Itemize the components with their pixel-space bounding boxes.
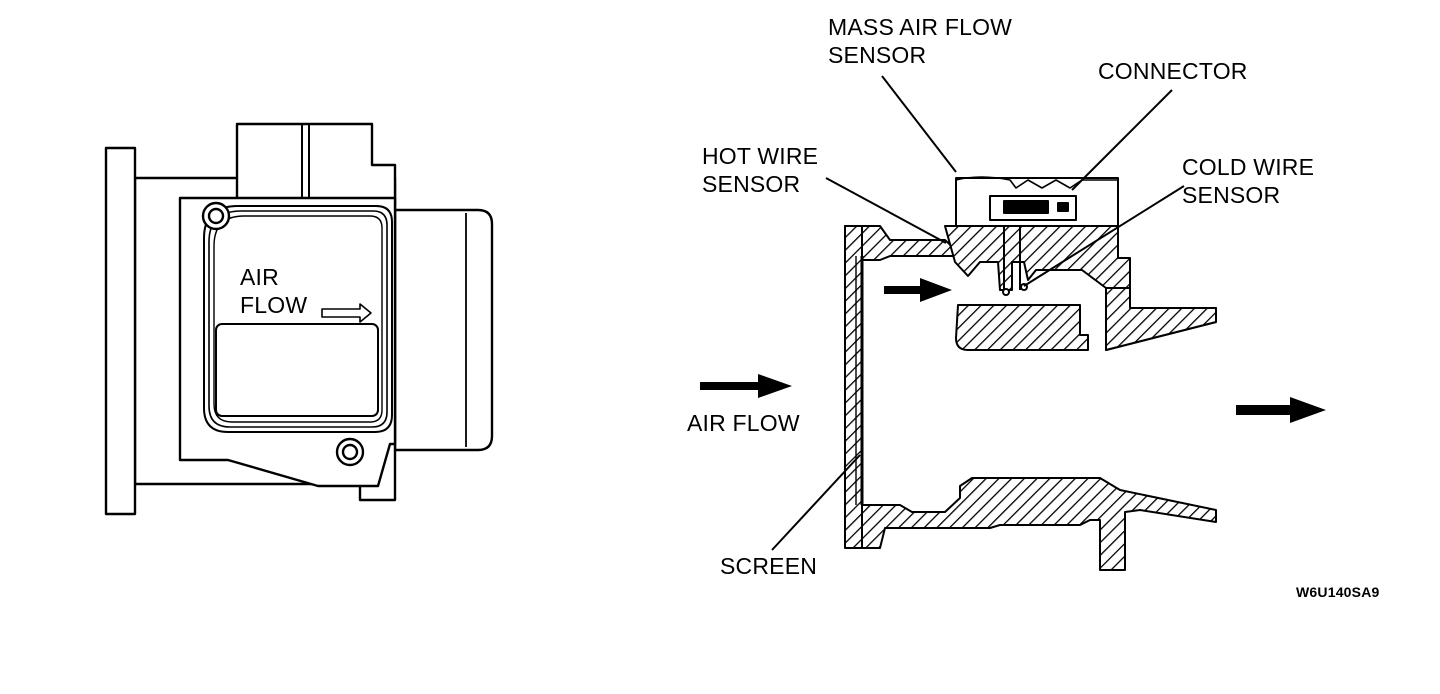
cold-wire-sensor-label-line1: COLD WIRE — [1182, 154, 1315, 180]
screen-label: SCREEN — [720, 553, 818, 579]
bypass-block — [955, 304, 1089, 351]
lower-wall — [861, 477, 1217, 571]
cold-wire-sensor-label-line2: SENSOR — [1182, 182, 1281, 208]
hot-wire-element — [1002, 288, 1010, 296]
leader-lines — [771, 75, 1185, 551]
leader-cold-wire — [1023, 185, 1185, 287]
hot-wire-sensor-label-line1: HOT WIRE — [702, 143, 819, 169]
sensor-housing-exterior — [104, 122, 494, 516]
small-flow-arrow — [321, 303, 372, 323]
connector-label: CONNECTOR — [1098, 58, 1248, 84]
outlet-flow-arrow — [1236, 397, 1326, 423]
leader-screen — [771, 454, 861, 551]
flow-arrows — [700, 278, 1326, 423]
cover-air-label: AIR — [240, 264, 279, 290]
inlet-rim — [844, 225, 863, 549]
outlet-upper-wall — [1105, 287, 1217, 351]
leader-mass-air-flow-sensor — [881, 75, 957, 173]
outlet-tube — [393, 208, 494, 452]
mass-air-flow-sensor-label-line2: SENSOR — [828, 42, 927, 68]
cover-gasket — [203, 205, 393, 433]
label-window — [215, 323, 379, 417]
figure-code: W6U140SA9 — [1296, 584, 1380, 600]
mounting-flange — [104, 146, 137, 516]
leader-hot-wire — [825, 177, 947, 244]
inlet-flow-arrow — [700, 374, 792, 398]
leader-connector — [1071, 89, 1173, 191]
cover-flow-label: FLOW — [240, 292, 308, 318]
mass-air-flow-sensor-label-line1: MASS AIR FLOW — [828, 14, 1013, 40]
bypass-flow-arrow — [884, 278, 952, 302]
air-flow-label: AIR FLOW — [687, 410, 800, 436]
top-connector — [235, 122, 397, 207]
cross-section — [844, 176, 1217, 571]
hot-wire-sensor-label-line2: SENSOR — [702, 171, 801, 197]
